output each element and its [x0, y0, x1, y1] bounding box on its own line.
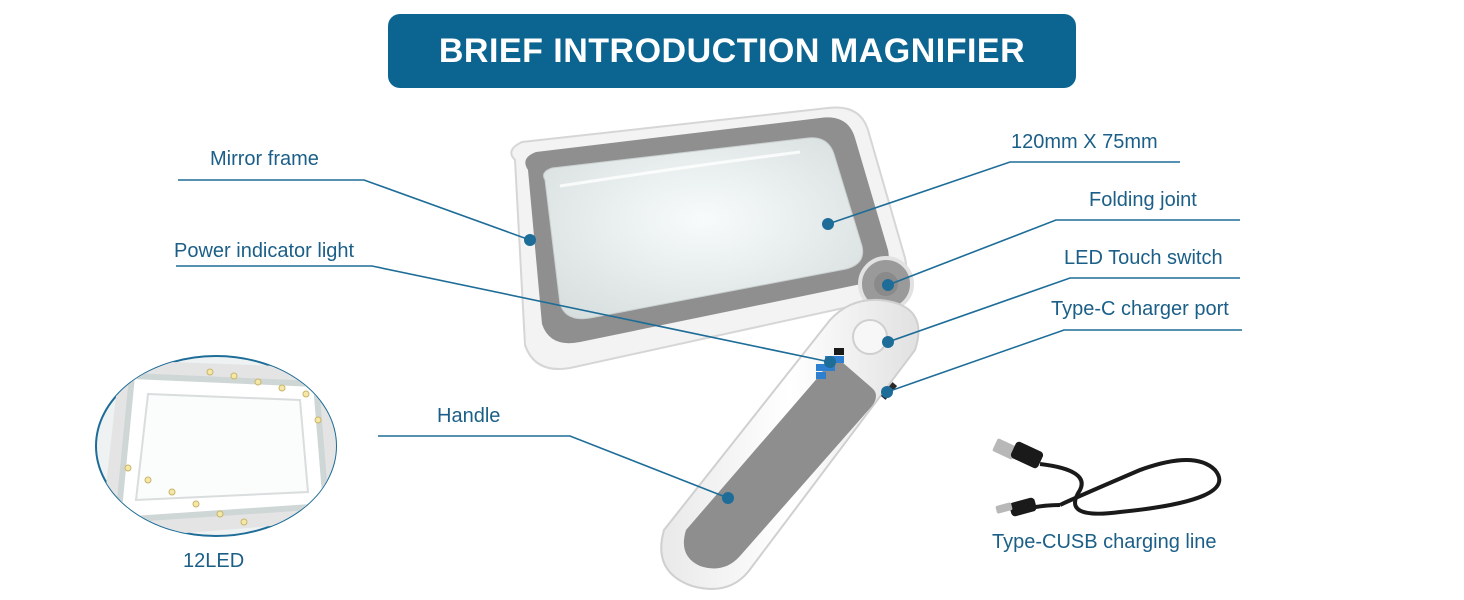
page-title: BRIEF INTRODUCTION MAGNIFIER: [438, 31, 1026, 70]
label-led-count: 12LED: [183, 550, 245, 572]
leader-lines: [176, 161, 1242, 499]
touch-switch[interactable]: [852, 319, 888, 355]
label-charging-line: Type-CUSB charging line: [992, 531, 1217, 553]
leader-touch-switch: [887, 277, 1240, 343]
title-banner: BRIEF INTRODUCTION MAGNIFIER: [388, 14, 1076, 88]
led-zoom-inset: [95, 355, 337, 537]
magnifier-handle: [660, 298, 920, 590]
label-mirror-frame: Mirror frame: [210, 148, 319, 170]
usb-cable: [992, 438, 1222, 517]
label-handle: Handle: [437, 405, 501, 427]
label-charger-port: Type-C charger port: [1051, 298, 1229, 320]
label-folding-joint: Folding joint: [1089, 189, 1197, 211]
leader-mirror-frame: [178, 179, 531, 241]
leader-handle: [378, 435, 729, 499]
label-lens-size: 120mm X 75mm: [1011, 131, 1158, 153]
leader-power-indicator: [176, 265, 831, 363]
leader-lens-size: [827, 161, 1180, 225]
label-touch-switch: LED Touch switch: [1064, 247, 1223, 269]
leader-charger-port: [886, 329, 1242, 393]
leader-folding-joint: [887, 219, 1240, 286]
lens: [543, 137, 864, 320]
magnifier-head: [510, 106, 908, 370]
label-power-indicator: Power indicator light: [174, 240, 355, 262]
leader-dots: [524, 218, 894, 504]
